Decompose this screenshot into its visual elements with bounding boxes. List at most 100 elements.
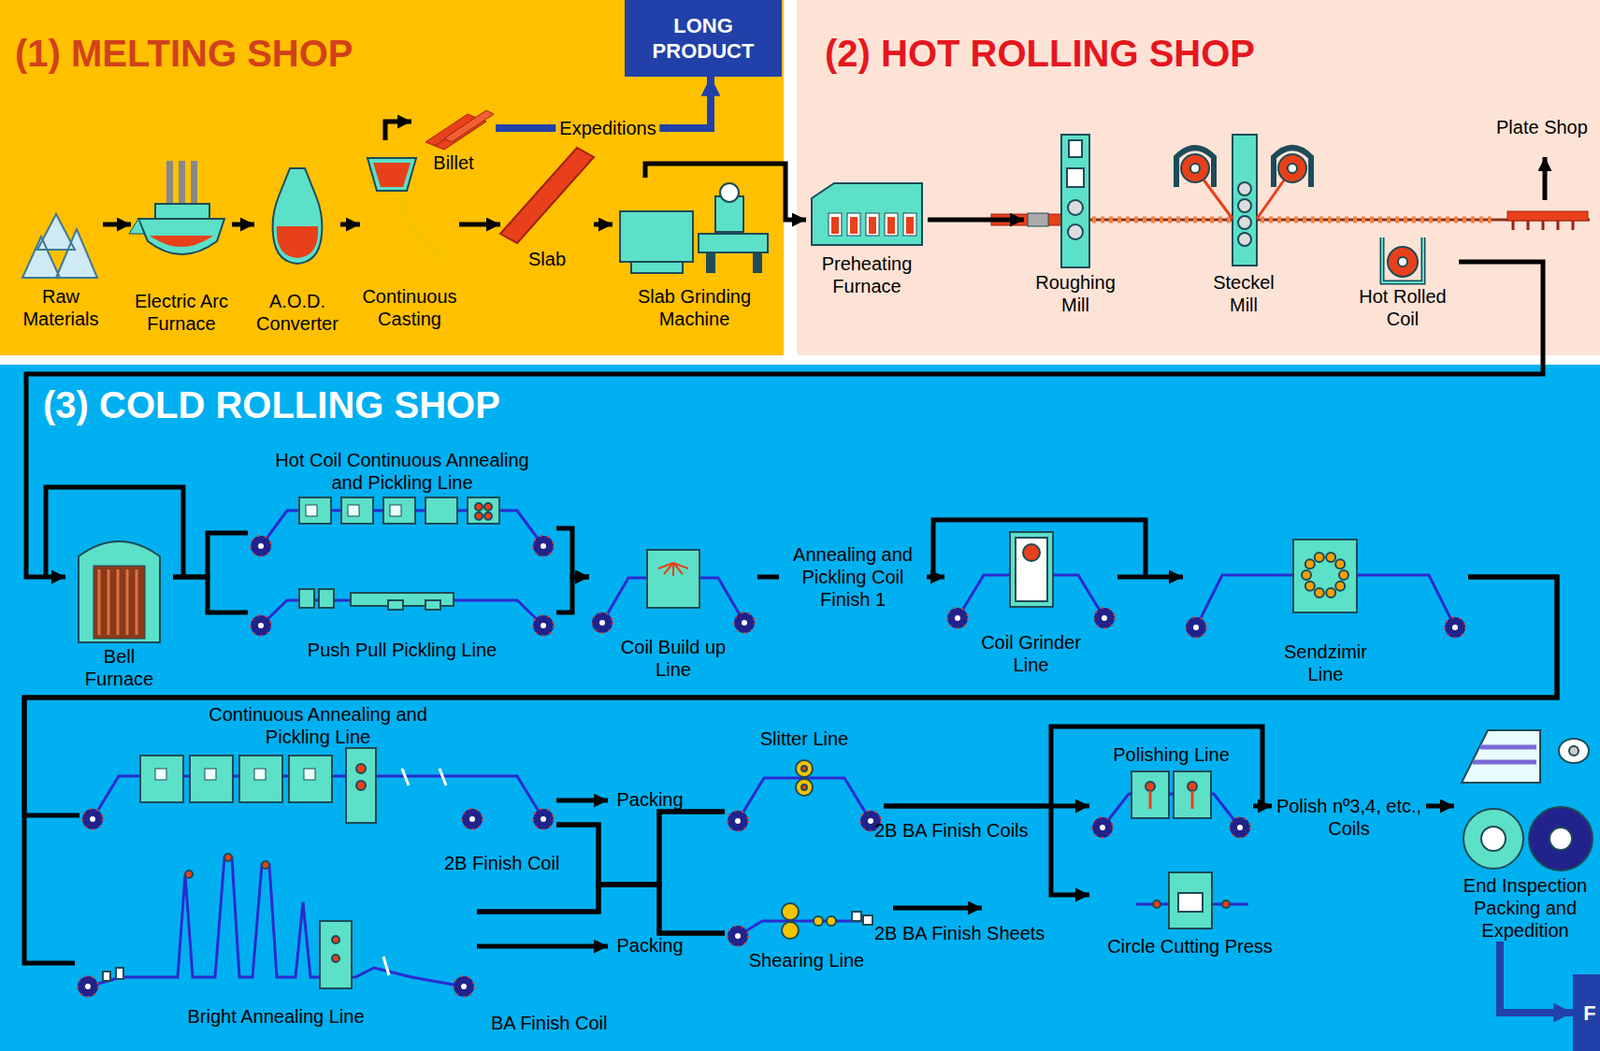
drawing-shape	[189, 755, 233, 803]
drawing-shape	[383, 956, 390, 976]
drawing-shape	[77, 976, 99, 997]
drawing-shape	[735, 933, 741, 939]
process-unit: Raw Materials	[18, 191, 103, 331]
drawing-shape	[828, 213, 842, 236]
drawing-shape	[1287, 163, 1298, 173]
equipment-icon	[1346, 233, 1459, 286]
drawing-shape	[367, 158, 417, 191]
drawing-shape	[116, 569, 120, 635]
drawing-shape	[1273, 147, 1312, 188]
drawing-shape	[401, 188, 450, 260]
drawing-shape	[347, 504, 360, 517]
process-unit: Coil Grinder Line	[944, 528, 1118, 677]
drawing-shape	[1190, 163, 1200, 173]
drawing-shape	[540, 543, 547, 549]
drawing-shape	[0, 364, 1600, 1051]
unit-label: Coil Grinder Line	[970, 631, 1093, 677]
flow-label: Plate Shop	[1496, 115, 1588, 139]
process-unit: Electric Arc Furnace	[130, 149, 232, 335]
drawing-shape	[475, 512, 483, 520]
drawing-shape	[1101, 615, 1108, 621]
drawing-shape	[107, 569, 111, 635]
drawing-shape	[884, 213, 898, 236]
drawing-shape	[444, 110, 494, 143]
unit-label: Billet	[411, 151, 496, 174]
equipment-icon	[1089, 864, 1291, 936]
drawing-shape	[1193, 624, 1199, 631]
shop-band: (3) COLD ROLLING SHOPBell FurnaceHot Coi…	[0, 364, 1600, 1051]
drawing-shape	[318, 589, 334, 608]
drawing-shape	[1558, 738, 1589, 764]
equipment-icon	[18, 191, 103, 286]
unit-label: Slab Grinding Machine	[629, 285, 761, 331]
unit-label: A.O.D. Converter	[254, 289, 341, 335]
drawing-shape	[1178, 893, 1203, 912]
drawing-shape	[1293, 539, 1357, 613]
drawing-shape	[461, 808, 483, 830]
unit-label: Slitter Line	[724, 727, 884, 750]
drawing-shape	[356, 780, 366, 791]
drawing-shape	[388, 600, 404, 610]
flow-arrow	[883, 806, 1090, 895]
flow-arrow	[459, 222, 501, 228]
edge-label: Expeditions	[555, 116, 660, 140]
drawing-shape	[865, 213, 880, 236]
drawing-shape	[87, 857, 464, 987]
drawing-shape	[85, 983, 91, 990]
process-unit: Continuous Annealing and Pickling Line	[79, 703, 557, 833]
equipment-icon	[247, 587, 557, 639]
drawing-shape	[1238, 199, 1252, 213]
product-box: LONG PRODUCT	[624, 0, 782, 77]
drawing-shape	[331, 936, 340, 944]
drawing-shape	[1305, 581, 1315, 591]
unit-label: Polish nº3,4, etc., Coils	[1274, 794, 1424, 840]
drawing-shape	[533, 535, 554, 557]
drawing-shape	[831, 216, 839, 234]
drawing-shape	[781, 903, 799, 921]
drawing-shape	[155, 768, 167, 780]
drawing-shape	[303, 768, 316, 780]
drawing-shape	[1237, 824, 1243, 831]
drawing-shape	[1094, 607, 1115, 629]
unit-label: Preheating Furnace	[815, 252, 919, 298]
flow-arrow	[556, 798, 608, 804]
equipment-icon	[589, 542, 758, 636]
drawing-shape	[224, 853, 232, 862]
unit-label: F	[1583, 1000, 1596, 1026]
shop-title: (2) HOT ROLLING SHOP	[824, 31, 1255, 75]
drawing-shape	[135, 569, 139, 635]
equipment-icon	[130, 149, 232, 290]
process-unit: Preheating Furnace	[806, 177, 928, 298]
drawing-shape	[851, 911, 862, 922]
drawing-shape	[795, 760, 813, 778]
drawing-shape	[1027, 213, 1049, 227]
drawing-shape	[741, 619, 748, 626]
process-unit: Sendzimir Line	[1182, 528, 1469, 686]
drawing-shape	[1326, 588, 1336, 598]
drawing-shape	[1185, 617, 1207, 638]
drawing-shape	[98, 569, 101, 635]
unit-label: Raw Materials	[18, 285, 103, 331]
drawing-shape	[1195, 168, 1293, 219]
drawing-shape	[1015, 537, 1048, 602]
flow-arrow	[172, 533, 248, 577]
unit-label: Roughing Mill	[1028, 271, 1123, 317]
equipment-icon	[79, 748, 557, 833]
shop-band: (2) HOT ROLLING SHOP Preheating Furnace Ro…	[796, 0, 1600, 356]
drawing-shape	[250, 615, 272, 636]
drawing-shape	[1382, 237, 1424, 283]
drawing-shape	[1335, 581, 1345, 591]
flow-arrow	[340, 222, 361, 228]
flow-arrow	[476, 944, 608, 950]
process-unit: Slab Grinding Machine	[612, 177, 777, 331]
equipment-icon	[65, 528, 173, 646]
drawing-shape	[735, 818, 741, 824]
drawing-shape	[1173, 771, 1211, 819]
drawing-shape	[1398, 257, 1408, 267]
equipment-icon	[1023, 130, 1127, 272]
flow-arrow	[26, 261, 1543, 577]
flow-arrow	[385, 121, 412, 141]
drawing-shape	[1149, 791, 1153, 809]
drawing-shape	[658, 562, 689, 577]
